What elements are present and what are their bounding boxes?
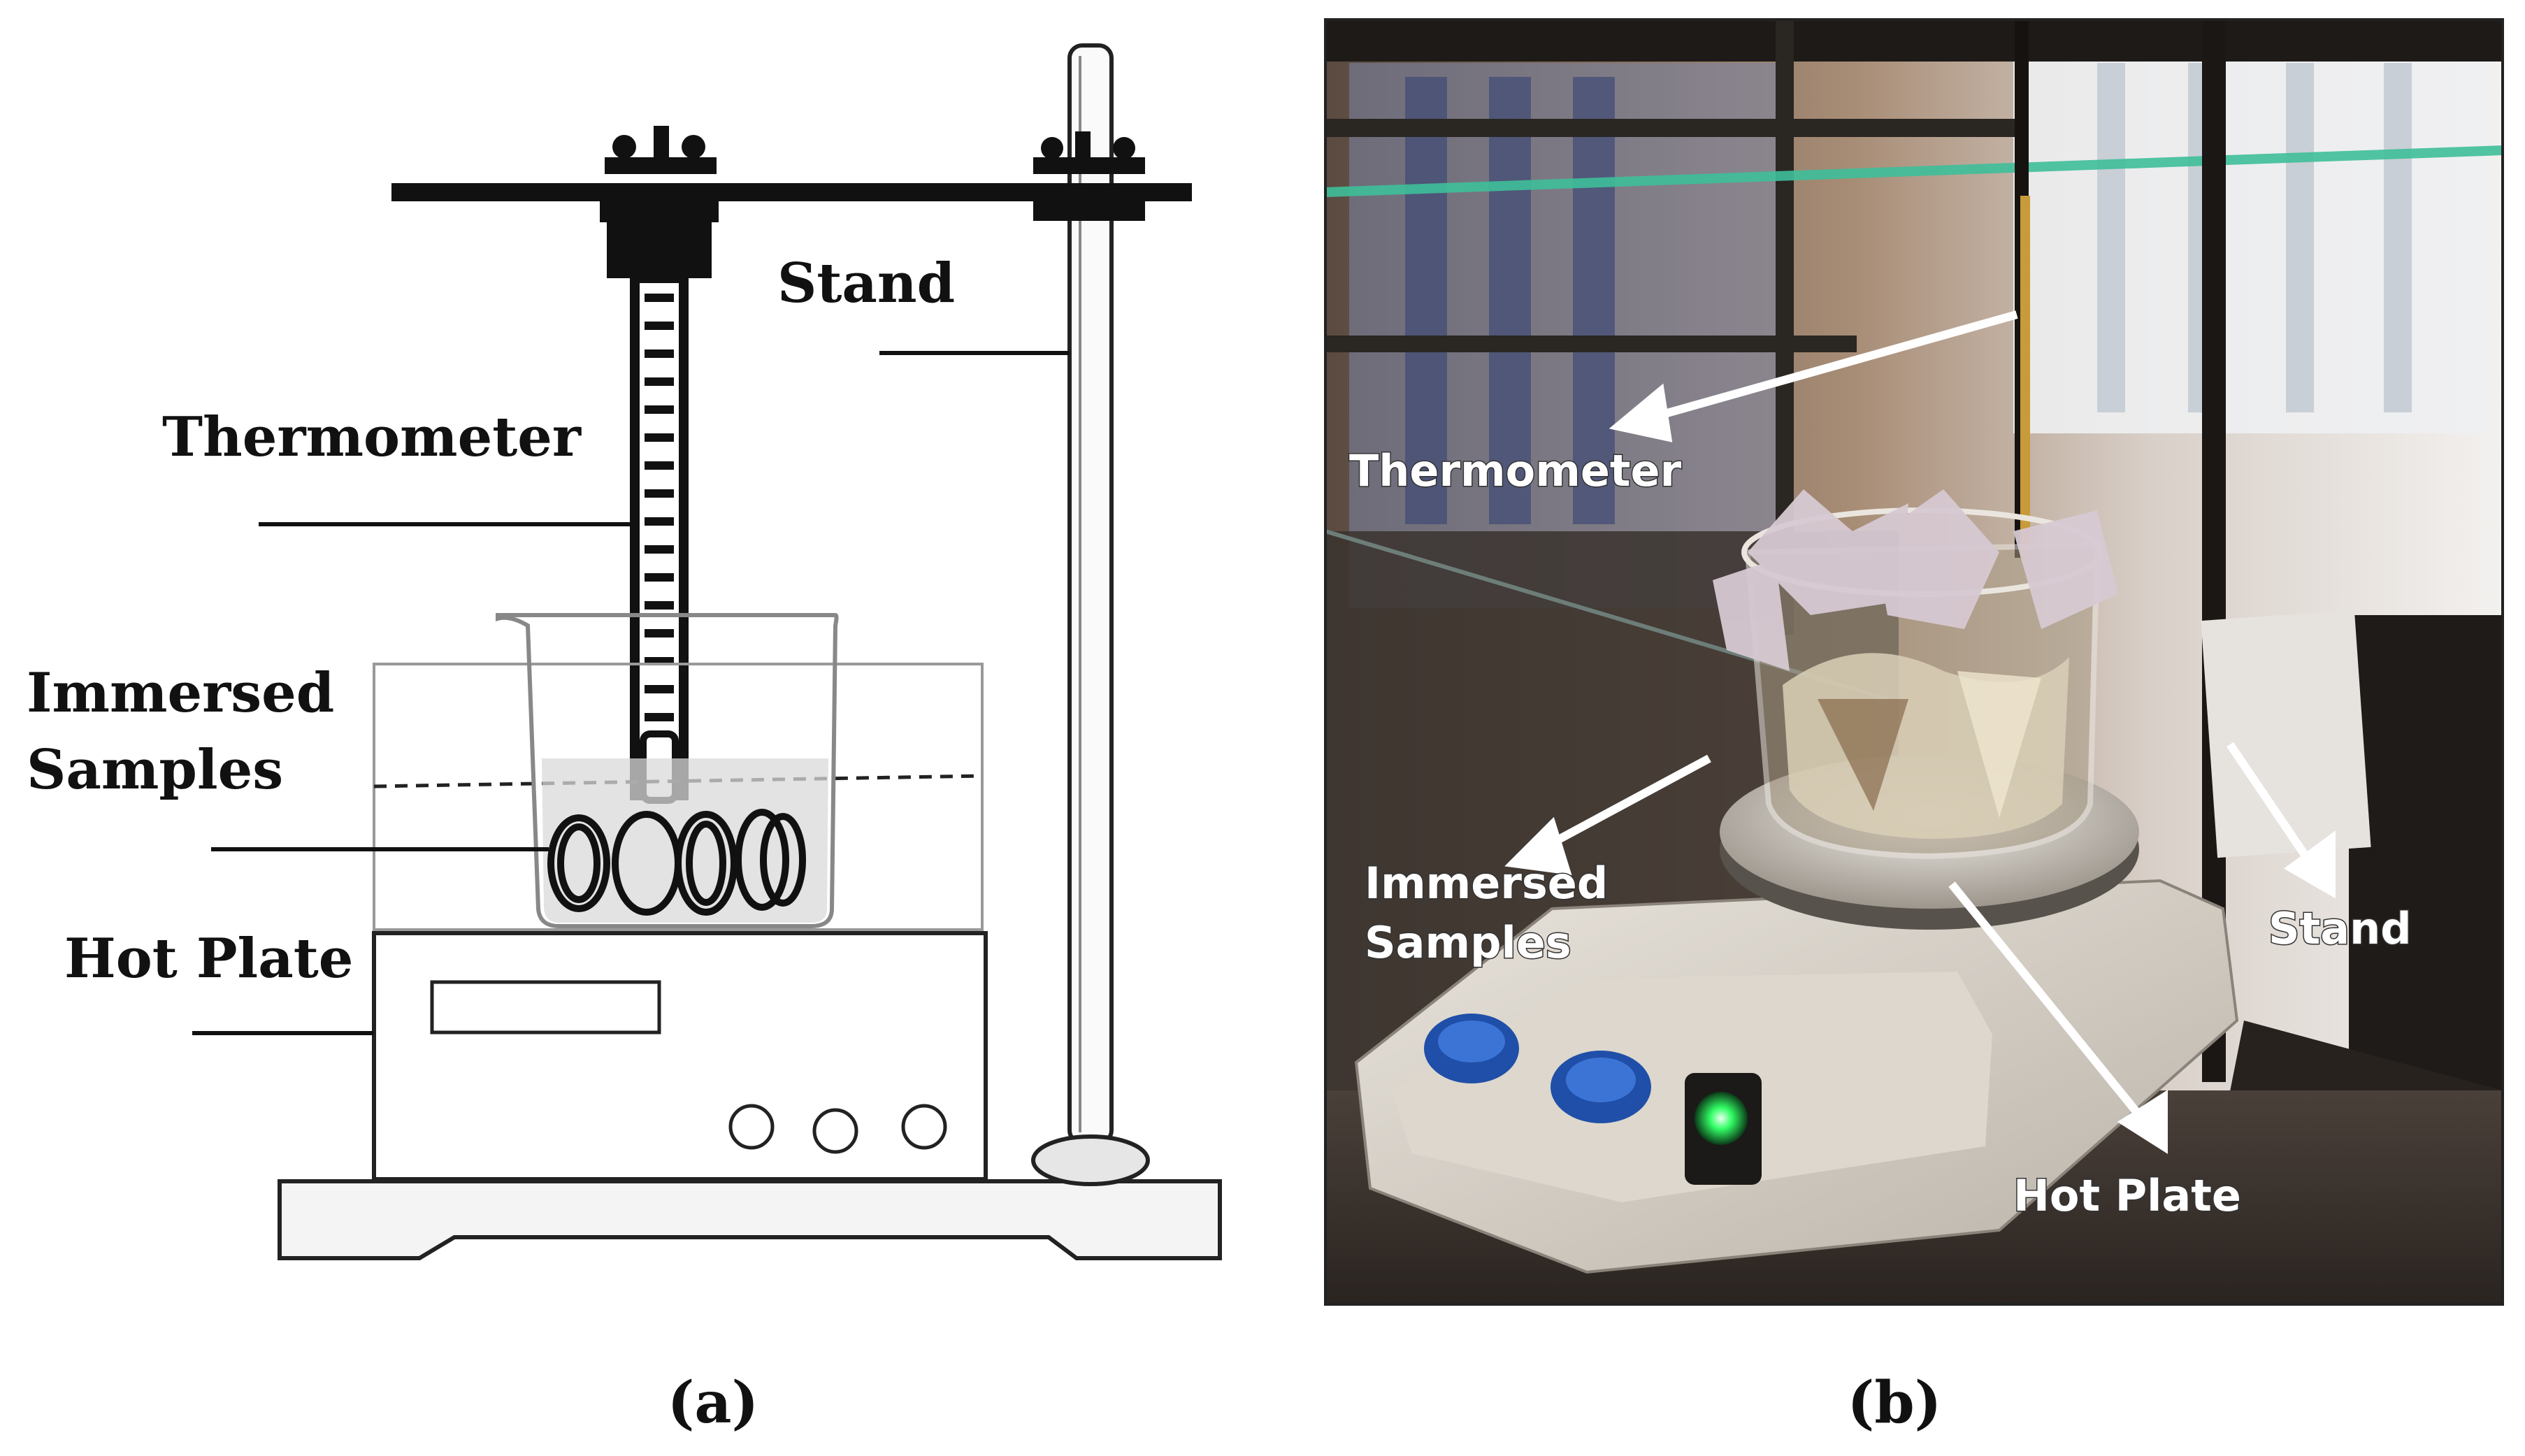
thermometer-tick bbox=[645, 433, 674, 442]
hot-plate-knob-2 bbox=[812, 1108, 858, 1154]
thermometer-tick bbox=[645, 405, 674, 414]
thermometer-tick bbox=[645, 685, 674, 693]
caption-b: (b) bbox=[1848, 1369, 1942, 1436]
photo-label-thermometer: Thermometer bbox=[1349, 445, 1682, 496]
thermometer-tick bbox=[645, 629, 674, 637]
thermometer-tick bbox=[645, 461, 674, 470]
label-stand: Stand bbox=[777, 252, 955, 315]
label-immersed-2: Samples bbox=[27, 738, 283, 802]
arrow-thermometer bbox=[1631, 310, 2018, 427]
label-immersed-1: Immersed bbox=[27, 661, 334, 725]
stand-clamp bbox=[1033, 131, 1145, 221]
water-bath bbox=[373, 663, 984, 931]
photograph bbox=[1325, 20, 2503, 1304]
base-plate bbox=[278, 1179, 1222, 1260]
hot-plate-display bbox=[430, 980, 661, 1035]
label-thermometer: Thermometer bbox=[162, 405, 582, 469]
panel-b-photo: Thermometer Immersed Samples Stand Hot P… bbox=[1258, 0, 2525, 1456]
thermometer-clamp bbox=[600, 126, 719, 278]
label-hot-plate: Hot Plate bbox=[64, 927, 353, 990]
thermometer-tick bbox=[645, 489, 674, 498]
immersed-samples bbox=[547, 809, 806, 916]
hot-plate-knob-1 bbox=[728, 1104, 775, 1150]
thermometer-tick bbox=[645, 349, 674, 358]
photo-label-hot-plate: Hot Plate bbox=[2013, 1170, 2241, 1221]
photo-led bbox=[1695, 1092, 1748, 1145]
photo-paper-samples bbox=[1713, 489, 2118, 671]
thermometer-tick bbox=[645, 713, 674, 721]
photo-label-immersed-2: Samples bbox=[1365, 917, 1571, 968]
thermometer bbox=[630, 273, 689, 804]
thermometer-tick bbox=[645, 573, 674, 582]
thermometer-tick bbox=[645, 294, 674, 302]
schematic-svg: Stand Thermometer Immersed Samples Hot P… bbox=[27, 43, 1222, 1436]
photo-arrows bbox=[1504, 310, 2336, 1154]
panel-a-schematic: Stand Thermometer Immersed Samples Hot P… bbox=[0, 0, 1258, 1456]
thermometer-tick bbox=[645, 322, 674, 330]
hot-plate-knob-3 bbox=[901, 1104, 947, 1150]
beaker bbox=[496, 613, 839, 928]
hot-plate bbox=[372, 931, 988, 1181]
arrow-hot-plate bbox=[1948, 881, 2157, 1135]
thermometer-tick bbox=[645, 377, 674, 386]
photo-label-immersed-1: Immersed bbox=[1365, 858, 1608, 909]
caption-a: (a) bbox=[668, 1369, 759, 1436]
photo-label-stand: Stand bbox=[2268, 903, 2412, 954]
stand-foot bbox=[1031, 1134, 1150, 1186]
thermometer-tick bbox=[645, 601, 674, 610]
photo-svg: Thermometer Immersed Samples Stand Hot P… bbox=[1324, 18, 2504, 1436]
thermometer-tick bbox=[645, 545, 674, 554]
clamp-bar bbox=[391, 183, 1192, 201]
thermometer-tick bbox=[645, 517, 674, 526]
